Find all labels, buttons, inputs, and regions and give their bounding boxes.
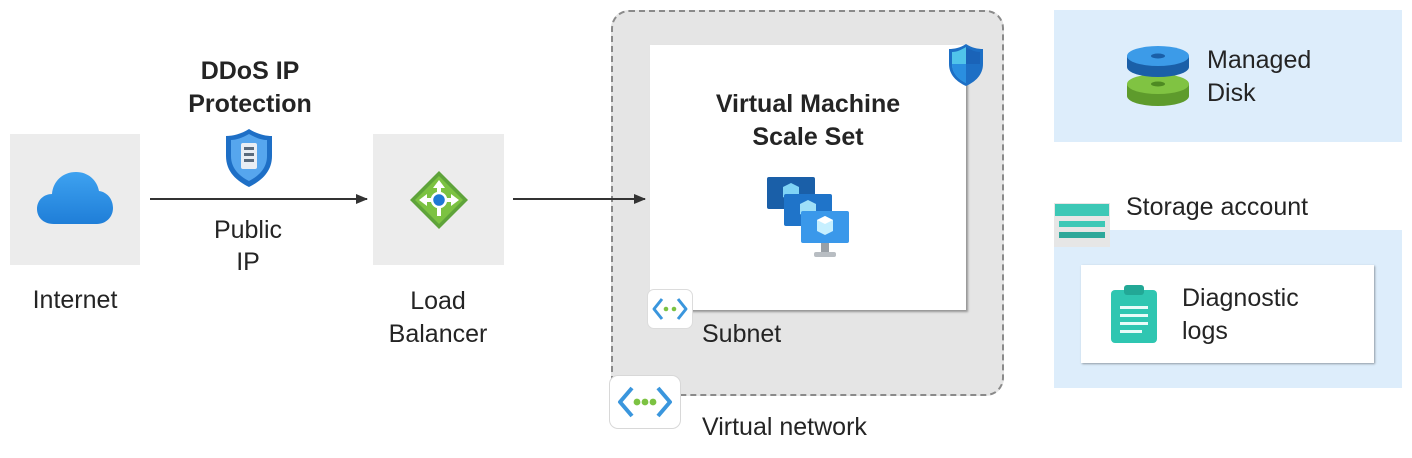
vmss-title-line2: Scale Set [752, 123, 864, 151]
internet-label: Internet [32, 286, 118, 314]
virtual-network-icon [618, 386, 672, 418]
diagnostic-logs-line2: logs [1182, 317, 1228, 345]
subnet-icon [652, 298, 688, 320]
managed-disk-box [1054, 10, 1402, 142]
managed-disk-line1: Managed [1207, 46, 1312, 74]
virtual-machines-icon [767, 177, 849, 257]
managed-disk-line2: Disk [1207, 79, 1256, 107]
public-ip-line2: IP [236, 248, 260, 276]
load-balancer-line2: Balancer [388, 320, 488, 348]
clipboard-icon [1111, 285, 1157, 343]
storage-account-icon [1054, 203, 1110, 247]
load-balancer-icon [410, 171, 468, 229]
storage-account-label: Storage account [1126, 193, 1309, 221]
virtual-network-label: Virtual network [702, 413, 867, 441]
subnet-label: Subnet [702, 320, 782, 348]
shield-icon [226, 129, 272, 187]
public-ip-line1: Public [213, 216, 283, 244]
cloud-icon [37, 172, 113, 224]
diagnostic-logs-line1: Diagnostic [1182, 284, 1299, 312]
security-shield-icon [949, 44, 983, 86]
ddos-title-line2: Protection [188, 90, 312, 118]
ddos-title-line1: DDoS IP [200, 57, 300, 85]
vmss-title-line1: Virtual Machine [715, 90, 901, 118]
disk-icon [1127, 46, 1189, 106]
load-balancer-line1: Load [410, 287, 466, 315]
